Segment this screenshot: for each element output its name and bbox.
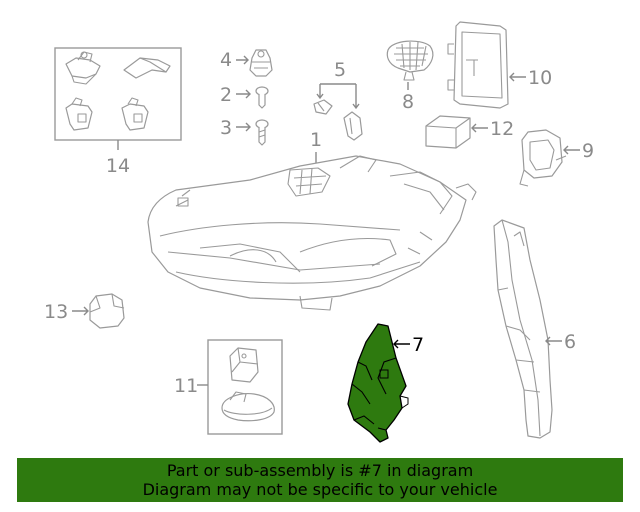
callout-9: 9: [582, 140, 594, 162]
leader-4: [236, 55, 249, 65]
leader-6: [545, 336, 562, 346]
part-10-control-module[interactable]: [447, 21, 509, 109]
part-12-module-block[interactable]: [425, 115, 471, 149]
callout-3: 3: [220, 117, 232, 139]
callout-6: 6: [564, 331, 576, 353]
callout-8: 8: [402, 91, 414, 113]
part-1-headlamp-assembly[interactable]: [147, 155, 477, 311]
callout-7: 7: [412, 334, 424, 356]
callout-2: 2: [220, 84, 232, 106]
leader-7: [393, 339, 410, 349]
callout-4: 4: [220, 49, 232, 71]
part-2-screw[interactable]: [255, 86, 269, 109]
part-4-screw-clip[interactable]: [249, 49, 273, 77]
part-9-igniter[interactable]: [519, 129, 567, 187]
callout-12: 12: [490, 118, 514, 140]
leader-13: [72, 306, 89, 316]
info-banner: Part or sub-assembly is #7 in diagram Di…: [17, 458, 623, 502]
part-13-cap[interactable]: [89, 293, 125, 329]
leader-5: [316, 83, 360, 110]
part-7-bracket-highlighted[interactable]: [347, 323, 409, 443]
part-3-screw[interactable]: [255, 119, 269, 146]
callout-5: 5: [334, 59, 346, 81]
banner-line-1: Part or sub-assembly is #7 in diagram: [166, 461, 474, 480]
callout-1: 1: [310, 129, 322, 151]
part-11-group[interactable]: [207, 339, 283, 435]
part-5-bulb-sockets[interactable]: [313, 99, 363, 141]
banner-line-2: Diagram may not be specific to your vehi…: [142, 480, 498, 499]
leader-2: [236, 89, 251, 99]
leader-9: [563, 145, 580, 155]
part-11-box: [207, 339, 283, 435]
callout-10: 10: [528, 67, 552, 89]
leader-3: [236, 122, 251, 132]
callout-14: 14: [106, 155, 130, 177]
part-14-group[interactable]: [54, 47, 182, 141]
part-8-cover-cap[interactable]: [386, 40, 434, 81]
callout-11: 11: [174, 375, 198, 397]
leader-12: [471, 123, 488, 133]
callout-13: 13: [44, 301, 68, 323]
leader-10: [509, 72, 526, 82]
part-6-side-trim[interactable]: [493, 219, 553, 439]
